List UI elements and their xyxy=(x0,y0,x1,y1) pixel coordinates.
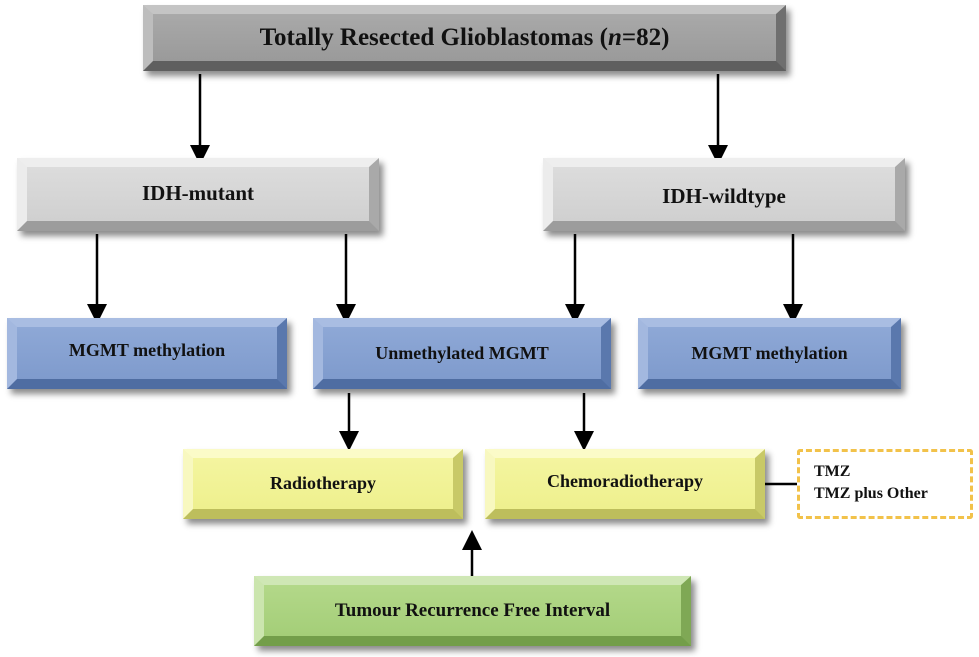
mgmt-methylation-right-label: MGMT methylation xyxy=(691,342,848,363)
unmethylated-mgmt-label: Unmethylated MGMT xyxy=(375,342,549,363)
root-box: Totally Resected Glioblastomas (n=82) xyxy=(143,5,786,71)
radiotherapy-label: Radiotherapy xyxy=(269,473,376,493)
recurrence-label: Tumour Recurrence Free Interval xyxy=(334,599,611,621)
treatment-note-line-1: TMZ xyxy=(814,463,851,480)
chemoradiotherapy-label: Chemoradiotherapy xyxy=(547,471,703,491)
mgmt-methylation-left-label: MGMT methylation xyxy=(68,339,226,360)
mgmt-methylation-right-box: MGMT methylation xyxy=(638,318,901,389)
idh-mutant-box: IDH-mutant xyxy=(17,158,379,231)
chemoradiotherapy-box: Chemoradiotherapy xyxy=(485,449,765,519)
unmethylated-mgmt-box: Unmethylated MGMT xyxy=(313,318,611,389)
recurrence-box: Tumour Recurrence Free Interval xyxy=(254,576,691,646)
root-label: Totally Resected Glioblastomas (n=82) xyxy=(259,23,670,51)
mgmt-methylation-left-box: MGMT methylation xyxy=(7,318,287,389)
radiotherapy-box: Radiotherapy xyxy=(183,449,463,519)
idh-mutant-label: IDH-mutant xyxy=(141,181,254,205)
treatment-note-line-2: TMZ plus Other xyxy=(814,485,928,502)
idh-wildtype-box: IDH-wildtype xyxy=(543,158,905,231)
treatment-note-box: TMZ TMZ plus Other xyxy=(797,449,973,519)
idh-wildtype-label: IDH-wildtype xyxy=(662,183,786,208)
